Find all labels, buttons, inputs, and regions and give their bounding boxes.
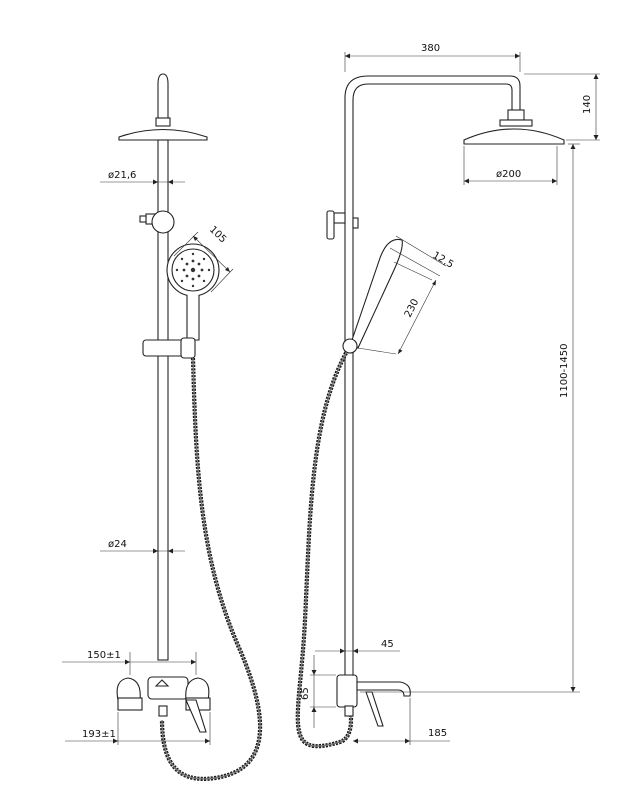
side-view: 380 140 ø200 1100-1450 12,5 230 45 [295, 43, 600, 749]
front-hand-shower-nozzles [175, 252, 211, 288]
side-slider-knob [342, 338, 358, 354]
dim-side-wall-offset: 45 [381, 639, 394, 650]
dim-front-hand-shower-diameter: 105 [207, 224, 228, 245]
front-mixer-indicator [154, 679, 170, 687]
front-view: ø21,6 105 ø24 150±1 193±1 [62, 73, 263, 781]
front-riser-pipe [157, 139, 169, 661]
side-diverter-body [333, 212, 346, 224]
side-overhead-arm [344, 75, 521, 700]
front-mixer-body [147, 676, 189, 700]
dim-front-mixer-spacing: 150±1 [87, 650, 121, 661]
side-head-collar [499, 119, 533, 127]
dim-side-arm-length: 380 [421, 43, 440, 54]
side-mixer-outlet [344, 705, 354, 717]
front-diverter-knob [139, 215, 147, 223]
dim-front-mixer-width: 193±1 [82, 729, 116, 740]
side-head-connector [507, 109, 525, 121]
front-mixer-left-elbow [116, 677, 141, 701]
dim-side-head-height: 140 [582, 95, 593, 114]
side-mixer-spout [356, 681, 411, 697]
dim-front-riser-diameter: ø24 [108, 539, 127, 550]
front-hose [159, 357, 263, 781]
dim-side-total-height: 1100-1450 [559, 343, 570, 398]
dim-side-hand-shower-length: 230 [403, 297, 421, 319]
front-mixer-outlet [158, 705, 168, 717]
side-hand-shower [351, 238, 403, 350]
side-diverter-knob [326, 210, 335, 240]
dim-side-hand-shower-thickness: 12,5 [431, 250, 456, 271]
side-diverter-cap [352, 217, 359, 229]
front-mixer-lever [185, 699, 207, 733]
side-mixer-body [336, 674, 358, 708]
side-shower-head [463, 128, 565, 145]
dim-front-top-pipe-diameter: ø21,6 [108, 170, 136, 181]
front-top-arm [157, 73, 169, 118]
front-shower-head [118, 128, 208, 141]
dim-side-head-diameter: ø200 [496, 169, 521, 180]
front-head-connector [155, 117, 171, 127]
front-diverter-ring [151, 210, 175, 234]
front-hand-shower-handle [186, 295, 200, 341]
front-mixer-right-elbow [185, 677, 210, 701]
dim-side-mixer-height: 65 [300, 687, 311, 700]
front-mixer-left-inlet [117, 697, 143, 711]
front-slider-holder [180, 337, 196, 359]
side-mixer-lever [365, 691, 384, 727]
dim-side-spout-length: 185 [428, 728, 447, 739]
